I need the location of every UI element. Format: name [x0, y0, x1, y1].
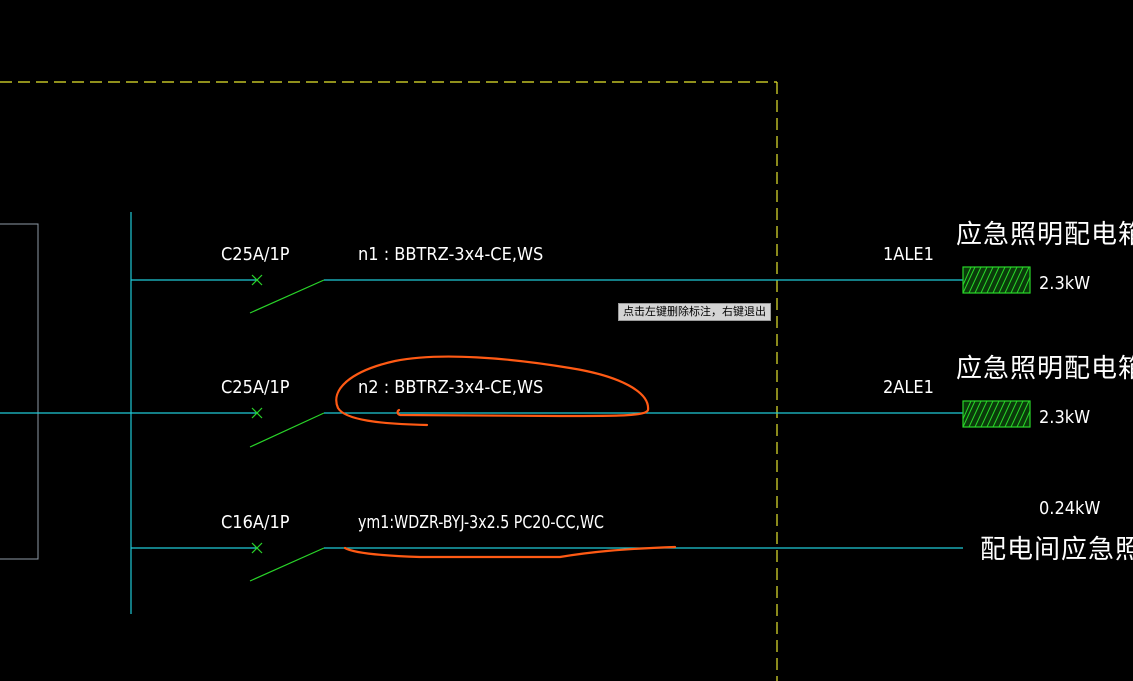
load-name-label: 应急照明配电箱: [956, 354, 1133, 384]
distribution-box-hatch-icon: [962, 266, 1031, 294]
cable-label[interactable]: n1 : BBTRZ-3x4-CE,WS: [358, 244, 543, 265]
circuit-row-1[interactable]: C25A/1P n1 : BBTRZ-3x4-CE,WS 1ALE1 应急照明配…: [131, 220, 1133, 314]
boundary-frame: [0, 81, 778, 681]
breaker-contact-x-icon: [251, 542, 263, 554]
load-name-label: 配电间应急照明: [980, 535, 1133, 565]
freehand-annotation-marks[interactable]: [335, 355, 677, 559]
breaker-switch-blade: [249, 412, 325, 448]
annotation-underline-stroke[interactable]: [343, 545, 677, 559]
load-name-label: 应急照明配电箱: [956, 220, 1133, 250]
box-code-label: 2ALE1: [883, 377, 934, 398]
breaker-switch-blade: [249, 279, 325, 314]
power-label: 2.3kW: [1039, 407, 1090, 428]
panel-outline: [0, 223, 39, 560]
breaker-contact-x-icon: [251, 274, 263, 286]
status-tooltip: 点击左键删除标注，右键退出: [618, 303, 771, 321]
power-label: 2.3kW: [1039, 273, 1090, 294]
breaker-label: C25A/1P: [221, 377, 290, 398]
circuit-row-2[interactable]: C25A/1P n2 : BBTRZ-3x4-CE,WS 2ALE1 应急照明配…: [131, 354, 1133, 448]
circuit-row-3[interactable]: C16A/1P ym1:WDZR-BYJ-3x2.5 PC20-CC,WC 0.…: [131, 498, 1133, 582]
annotation-ellipse-stroke[interactable]: [335, 355, 650, 427]
breaker-switch-blade: [249, 547, 325, 582]
breaker-label: C16A/1P: [221, 512, 290, 533]
distribution-box-hatch-icon: [962, 400, 1031, 428]
cable-label[interactable]: n2 : BBTRZ-3x4-CE,WS: [358, 377, 543, 398]
breaker-label: C25A/1P: [221, 244, 290, 265]
power-label: 0.24kW: [1039, 498, 1100, 519]
box-code-label: 1ALE1: [883, 244, 934, 265]
cable-label[interactable]: ym1:WDZR-BYJ-3x2.5 PC20-CC,WC: [358, 512, 604, 533]
breaker-contact-x-icon: [251, 407, 263, 419]
